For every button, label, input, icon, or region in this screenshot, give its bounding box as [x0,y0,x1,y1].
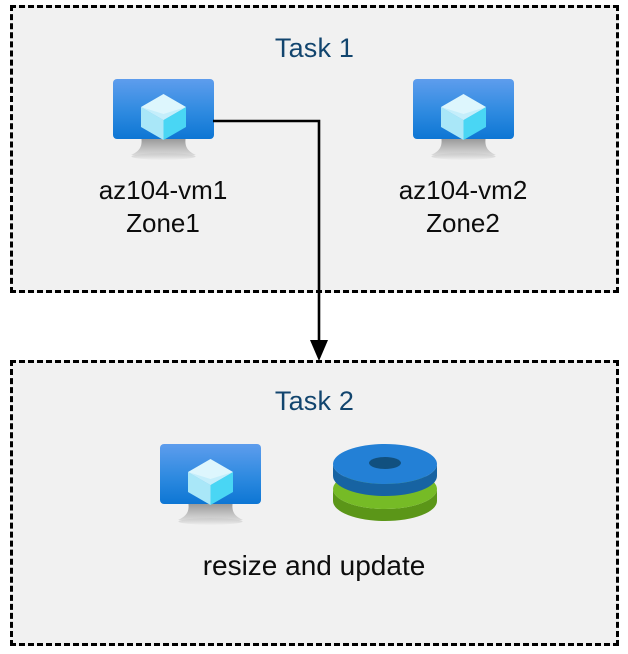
task-2-title: Task 2 [274,386,355,416]
node-az104-vm1[interactable]: az104-vm1 Zone1 [48,78,278,240]
managed-disks-icon [330,443,440,525]
node-label-line1: az104-vm1 [98,175,228,205]
node-label-line2: Zone2 [426,208,500,238]
virtual-machine-icon [159,443,262,525]
node-managed-disks[interactable] [320,443,450,525]
task-1-title: Task 1 [274,33,355,63]
node-task2-virtual-machine[interactable] [120,443,300,525]
virtual-machine-icon [412,78,515,160]
task-2-caption: resize and update [202,550,426,581]
task-2-container: Task 2 [10,360,619,646]
node-label-line1: az104-vm2 [398,175,528,205]
node-az104-vm2[interactable]: az104-vm2 Zone2 [348,78,578,240]
node-label-line2: Zone1 [126,208,200,238]
arrowhead-icon [310,340,328,361]
virtual-machine-icon [112,78,215,160]
